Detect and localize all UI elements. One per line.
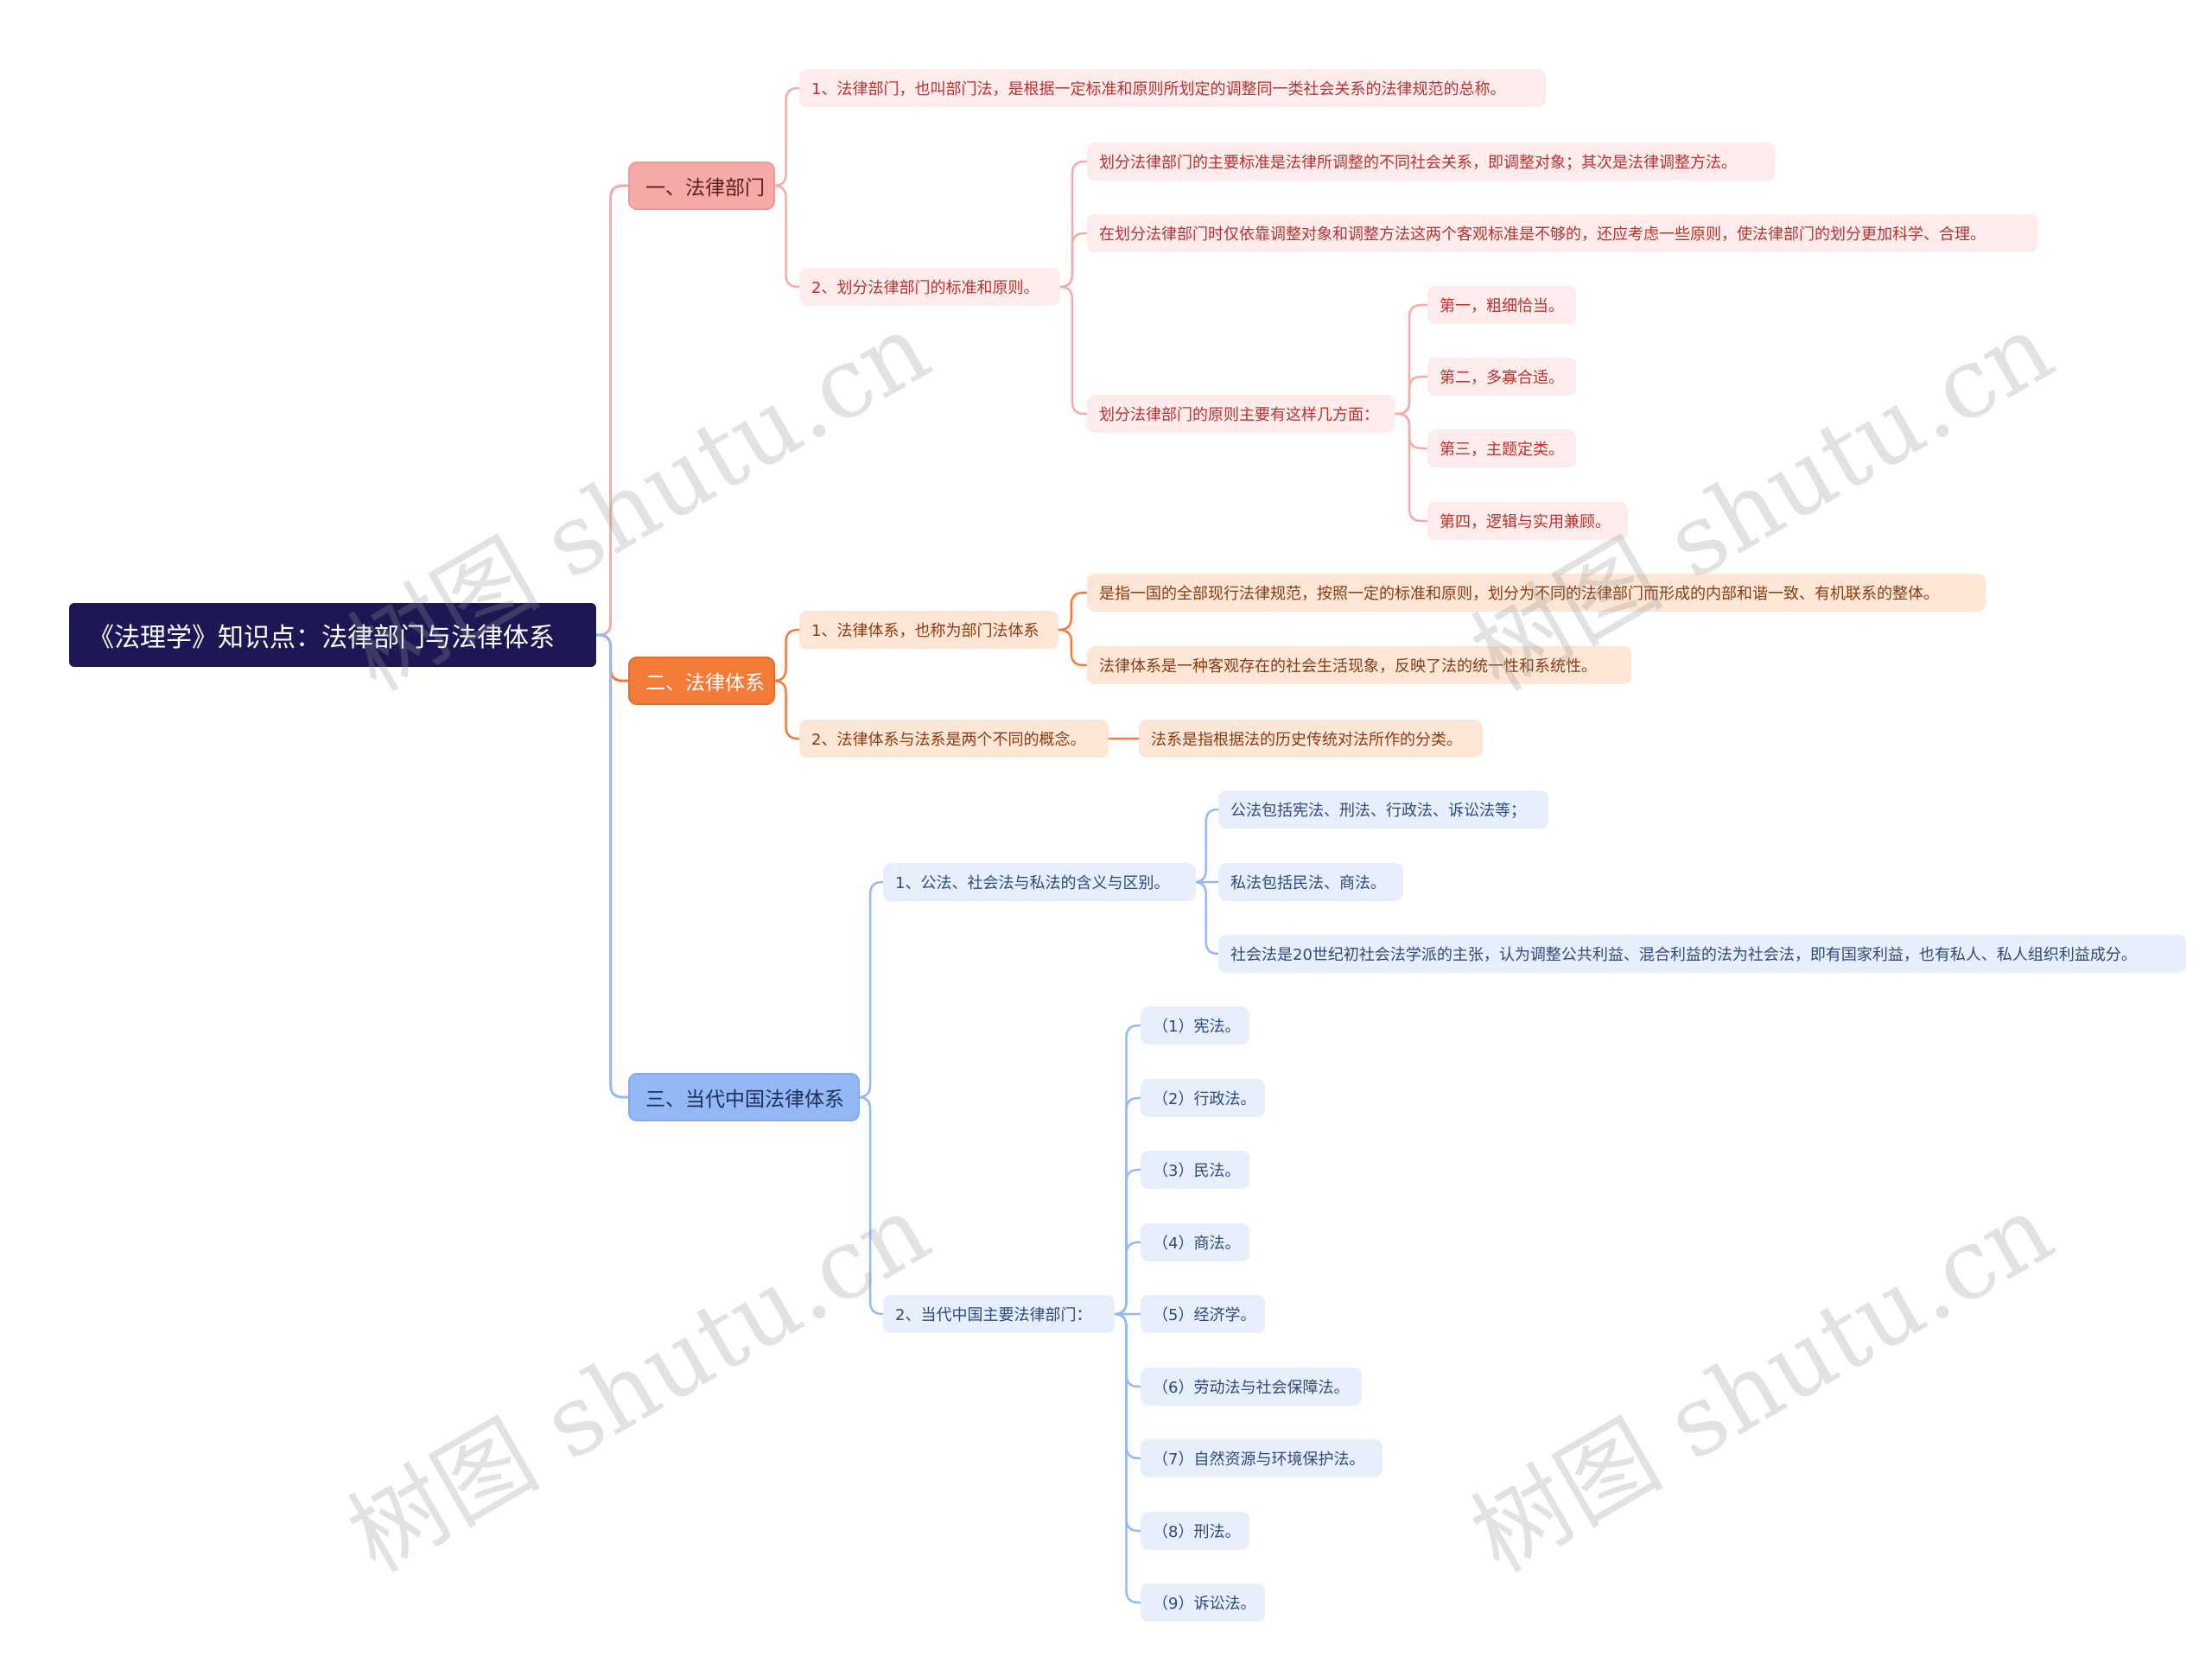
b1-child-1[interactable]: 1、法律部门，也叫部门法，是根据一定标准和原则所划定的调整同一类社会关系的法律规… xyxy=(799,69,1546,107)
connector xyxy=(1393,303,1429,416)
b3-c2-item-4[interactable]: （4）商法。 xyxy=(1141,1223,1249,1261)
branch-node-3[interactable]: 三、当代中国法律体系 xyxy=(628,1073,860,1121)
connector xyxy=(1393,412,1429,450)
connector xyxy=(1393,412,1429,523)
connector xyxy=(1058,232,1089,289)
connector xyxy=(594,184,630,637)
connector xyxy=(1193,880,1220,955)
b3-c2-item-6[interactable]: （6）劳动法与社会保障法。 xyxy=(1141,1368,1362,1406)
b1-principle-3[interactable]: 第三，主题定类。 xyxy=(1427,429,1576,467)
connector xyxy=(858,1095,885,1316)
connector xyxy=(858,880,885,1099)
b1-child-2[interactable]: 2、划分法律部门的标准和原则。 xyxy=(799,268,1060,306)
b3-child-1[interactable]: 1、公法、社会法与私法的含义与区别。 xyxy=(883,863,1196,901)
b2-c2-item-1[interactable]: 法系是指根据法的历史传统对法所作的分类。 xyxy=(1139,720,1483,758)
connector xyxy=(1393,375,1429,416)
b3-c2-item-2[interactable]: （2）行政法。 xyxy=(1141,1079,1265,1117)
b3-c1-item-2[interactable]: 私法包括民法、商法。 xyxy=(1218,863,1403,901)
b3-c1-item-3[interactable]: 社会法是20世纪初社会法学派的主张，认为调整公共利益、混合利益的法为社会法，即有… xyxy=(1218,935,2186,973)
root-node[interactable]: 《法理学》知识点：法律部门与法律体系 xyxy=(69,603,596,667)
b3-c2-item-1[interactable]: （1）宪法。 xyxy=(1141,1006,1249,1044)
b2-child-2[interactable]: 2、法律体系与法系是两个不同的概念。 xyxy=(799,720,1109,758)
branch-node-2[interactable]: 二、法律体系 xyxy=(628,657,775,705)
b3-c2-item-9[interactable]: （9）诉讼法。 xyxy=(1141,1584,1265,1622)
b1-principle-4[interactable]: 第四，逻辑与实用兼顾。 xyxy=(1427,502,1628,540)
connector xyxy=(1057,591,1089,632)
b3-child-2[interactable]: 2、当代中国主要法律部门： xyxy=(883,1295,1115,1333)
connector xyxy=(773,628,801,682)
b1-principle-1[interactable]: 第一，粗细恰当。 xyxy=(1427,286,1576,324)
connector xyxy=(594,633,630,1099)
b1-c2-item-3[interactable]: 划分法律部门的原则主要有这样几方面： xyxy=(1087,395,1395,433)
connector xyxy=(594,633,630,682)
b3-c2-item-3[interactable]: （3）民法。 xyxy=(1141,1151,1249,1189)
b3-c2-item-8[interactable]: （8）刑法。 xyxy=(1141,1512,1249,1550)
connector xyxy=(1058,160,1089,289)
b3-c2-item-7[interactable]: （7）自然资源与环境保护法。 xyxy=(1141,1439,1382,1477)
connector xyxy=(773,679,801,740)
connector xyxy=(1193,808,1220,884)
connector xyxy=(773,184,801,289)
b1-c2-item-2[interactable]: 在划分法律部门时仅依靠调整对象和调整方法这两个客观标准是不够的，还应考虑一些原则… xyxy=(1087,214,2037,252)
b1-principle-2[interactable]: 第二，多寡合适。 xyxy=(1427,358,1576,396)
branch-node-1[interactable]: 一、法律部门 xyxy=(628,162,775,210)
b2-c1-item-1[interactable]: 是指一国的全部现行法律规范，按照一定的标准和原则，划分为不同的法律部门而形成的内… xyxy=(1087,574,1986,612)
b3-c1-item-1[interactable]: 公法包括宪法、刑法、行政法、诉讼法等； xyxy=(1218,790,1548,828)
connector xyxy=(1113,1312,1142,1604)
b2-child-1[interactable]: 1、法律体系，也称为部门法体系 xyxy=(799,611,1058,649)
b3-c2-item-5[interactable]: （5）经济学。 xyxy=(1141,1295,1265,1333)
connector xyxy=(1113,1241,1142,1316)
connector xyxy=(773,86,801,187)
connector xyxy=(1058,285,1089,416)
b2-c1-item-2[interactable]: 法律体系是一种客观存在的社会生活现象，反映了法的统一性和系统性。 xyxy=(1087,646,1631,684)
b1-c2-item-1[interactable]: 划分法律部门的主要标准是法律所调整的不同社会关系，即调整对象；其次是法律调整方法… xyxy=(1087,143,1775,181)
connector xyxy=(1057,628,1089,667)
